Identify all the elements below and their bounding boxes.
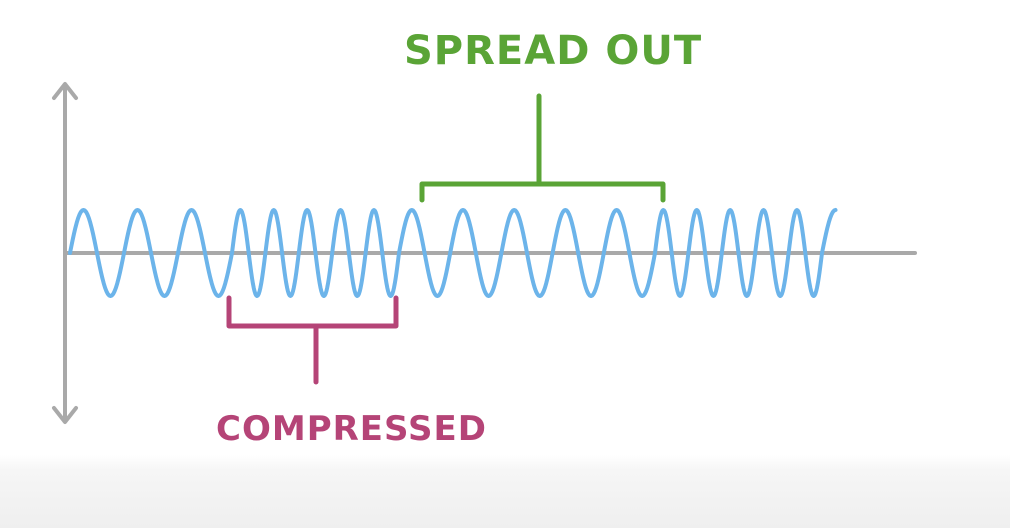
compressed-bracket-line: [226, 295, 399, 385]
compressed-label: Compressed: [216, 409, 487, 449]
wave-line: [68, 208, 838, 298]
spread-out-bracket-line: [419, 93, 666, 203]
spread-out-label: Spread out: [404, 28, 703, 74]
down-arrow-icon: [52, 406, 78, 424]
compressed-bracket: [226, 295, 399, 385]
up-arrow-icon: [52, 82, 78, 100]
axes: [52, 82, 917, 424]
spread-out-bracket: [419, 93, 666, 203]
